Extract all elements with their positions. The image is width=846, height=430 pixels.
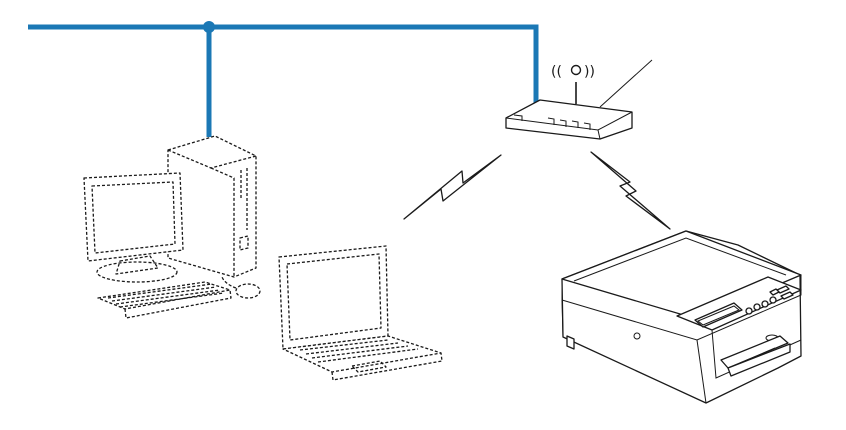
wireless-signal-bolt-printer [591, 152, 670, 229]
desktop-computer-icon [84, 136, 260, 318]
wireless-signal-bolt-laptop [404, 155, 501, 219]
wireless-signal-symbol-left: (( [551, 64, 562, 80]
wireless-access-point-icon: (( )) [506, 60, 652, 139]
laptop-icon [279, 246, 442, 380]
wired-network-cable [28, 21, 536, 137]
cable-junction [203, 21, 215, 33]
wireless-signal-symbol-right: )) [584, 64, 595, 80]
printer-icon [562, 231, 801, 403]
